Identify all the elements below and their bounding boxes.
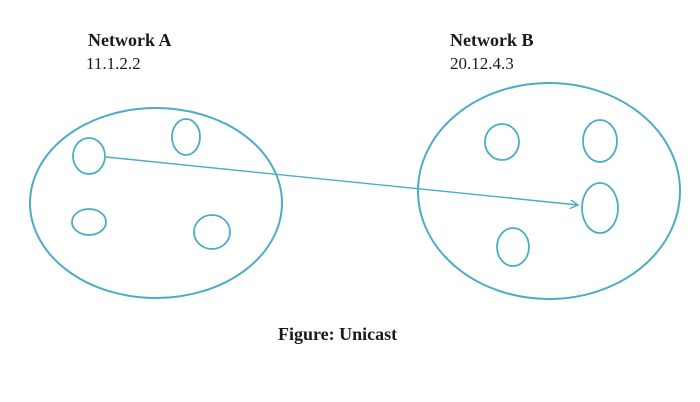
unicast-arrow [105, 156, 578, 205]
network-b-ip: 20.12.4.3 [450, 54, 514, 73]
network-b-host [496, 227, 530, 267]
network-a-boundary [29, 107, 283, 299]
figure-caption: Figure: Unicast [278, 324, 398, 344]
network-b-host [582, 119, 618, 163]
network-a-host [193, 214, 231, 250]
network-b-boundary [417, 82, 681, 300]
network-a-host-sender [72, 137, 106, 175]
network-a-host [71, 208, 107, 236]
network-b-host [484, 123, 520, 161]
network-b-title: Network B [450, 30, 534, 50]
network-a-ip: 11.1.2.2 [86, 54, 141, 73]
network-b-host-receiver [581, 182, 619, 234]
network-a-title: Network A [88, 30, 172, 50]
network-a-host [171, 118, 201, 156]
